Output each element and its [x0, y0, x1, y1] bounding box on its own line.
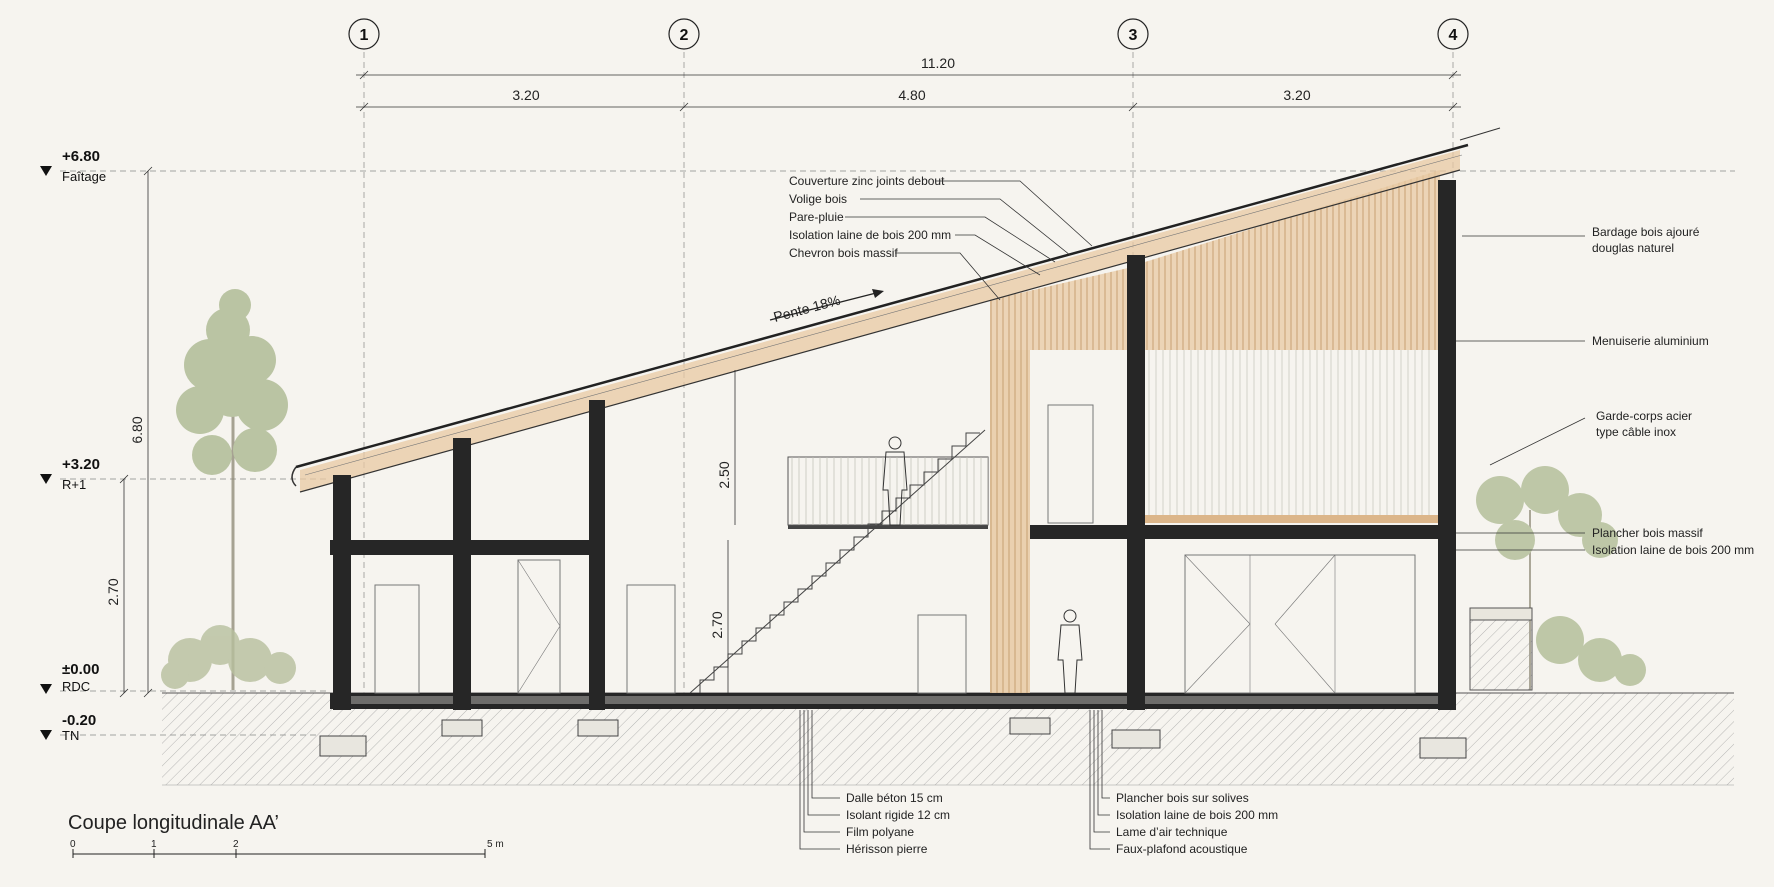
planter-right: [1469, 607, 1533, 691]
grid-axis-3-label: 3: [1129, 27, 1138, 44]
level-rdc-name: RDC: [62, 679, 90, 694]
level-tn-value: -0.20: [62, 712, 96, 729]
dimension-span-1: 3.20: [512, 87, 539, 103]
interior-elements: [374, 350, 1435, 694]
tree-left: [176, 289, 288, 690]
roof-layer-pare-pluie: Pare-pluie: [789, 210, 844, 224]
timber-gable-infill: [990, 170, 1440, 350]
level-tn: -0.20 TN: [40, 712, 96, 743]
drawing-title: Coupe longitudinale AA’: [68, 812, 279, 834]
dimension-height-ground-floor: 2.70: [105, 474, 129, 698]
level-r1: +3.20 R+1: [40, 456, 100, 492]
ground-floor-slab: [330, 693, 1450, 709]
human-figure-lower: [1057, 609, 1083, 694]
wood-floor-callouts: Plancher bois sur solives Isolation lain…: [1089, 710, 1278, 856]
structural-posts: [333, 180, 1456, 710]
grid-axis-2-label: 2: [680, 27, 689, 44]
dimension-height-total-label: 6.80: [129, 416, 145, 443]
grid-axis-3: 3: [1117, 18, 1149, 50]
level-r1-name: R+1: [62, 477, 86, 492]
slab-layer-herisson: Hérisson pierre: [846, 842, 928, 856]
level-faitage-name: Faîtage: [62, 169, 106, 184]
level-faitage-value: +6.80: [62, 148, 100, 165]
level-faitage: +6.80 Faîtage: [40, 148, 106, 184]
dimension-span-3: 3.20: [1283, 87, 1310, 103]
level-rdc-value: ±0.00: [62, 661, 99, 678]
stair: [689, 429, 986, 694]
roof-layer-volige: Volige bois: [789, 192, 847, 206]
roof-layer-isolation: Isolation laine de bois 200 mm: [789, 228, 951, 242]
scale-tick-2: 2: [233, 839, 239, 850]
note-gardecorps-1: Garde-corps acier: [1596, 409, 1692, 423]
grid-axis-4: 4: [1437, 18, 1469, 50]
scale-end-label: 5 m: [487, 839, 504, 850]
dimension-height-total: 6.80: [129, 166, 153, 698]
foundations: [319, 717, 1467, 759]
note-bardage-2: douglas naturel: [1592, 241, 1674, 255]
scale-tick-1: 1: [151, 839, 157, 850]
note-menuiserie: Menuiserie aluminium: [1592, 334, 1709, 348]
grid-axis-1-label: 1: [360, 27, 369, 44]
scale-tick-0: 0: [70, 839, 76, 850]
slab-layer-film: Film polyane: [846, 825, 914, 839]
note-bardage-1: Bardage bois ajouré: [1592, 225, 1700, 239]
wood-layer-lame: Lame d’air technique: [1116, 825, 1228, 839]
grid-axis-4-label: 4: [1449, 27, 1458, 44]
note-plancher: Plancher bois massif: [1592, 526, 1703, 540]
roof-layer-zinc: Couverture zinc joints debout: [789, 174, 945, 188]
dimension-spans: 3.20 4.80 3.20: [356, 87, 1461, 112]
slab-layer-isolant: Isolant rigide 12 cm: [846, 808, 950, 822]
gallery-guardrail: [787, 456, 989, 526]
wood-layer-plancher: Plancher bois sur solives: [1116, 791, 1249, 805]
dimension-height-stair-label: 2.70: [709, 611, 725, 638]
wood-layer-fauxplafond: Faux-plafond acoustique: [1116, 842, 1248, 856]
wood-layer-isolation: Isolation laine de bois 200 mm: [1116, 808, 1278, 822]
slab-layer-dalle: Dalle béton 15 cm: [846, 791, 943, 805]
dimension-overall: 11.20: [356, 55, 1461, 80]
note-gardecorps-2: type câble inox: [1596, 425, 1676, 439]
human-figure-upper: [882, 436, 908, 526]
roof-layer-callouts: Couverture zinc joints debout Volige boi…: [789, 174, 1093, 301]
note-isolation: Isolation laine de bois 200 mm: [1592, 543, 1754, 557]
level-r1-value: +3.20: [62, 456, 100, 473]
dimension-height-upper-label: 2.50: [716, 461, 732, 488]
grid-axis-1: 1: [348, 18, 380, 50]
grid-axis-2: 2: [668, 18, 700, 50]
dimension-height-upper: 2.50: [716, 370, 736, 525]
tree-right: [1476, 466, 1646, 690]
drawing-title-block: Coupe longitudinale AA’ 0 1 2 5 m: [68, 812, 504, 858]
right-callouts: Bardage bois ajouré douglas naturel Menu…: [1456, 225, 1754, 557]
level-rdc: ±0.00 RDC: [40, 661, 99, 694]
dimension-height-ground-label: 2.70: [105, 578, 121, 605]
level-tn-name: TN: [62, 728, 79, 743]
timber-column: [990, 350, 1030, 693]
shrubs-left: [161, 625, 296, 689]
roof-layer-chevron: Chevron bois massif: [789, 246, 898, 260]
slab-callouts: Dalle béton 15 cm Isolant rigide 12 cm F…: [799, 710, 950, 856]
dimension-overall-label: 11.20: [921, 55, 955, 71]
dimension-span-2: 4.80: [898, 87, 925, 103]
dimension-height-stair: 2.70: [709, 540, 729, 693]
